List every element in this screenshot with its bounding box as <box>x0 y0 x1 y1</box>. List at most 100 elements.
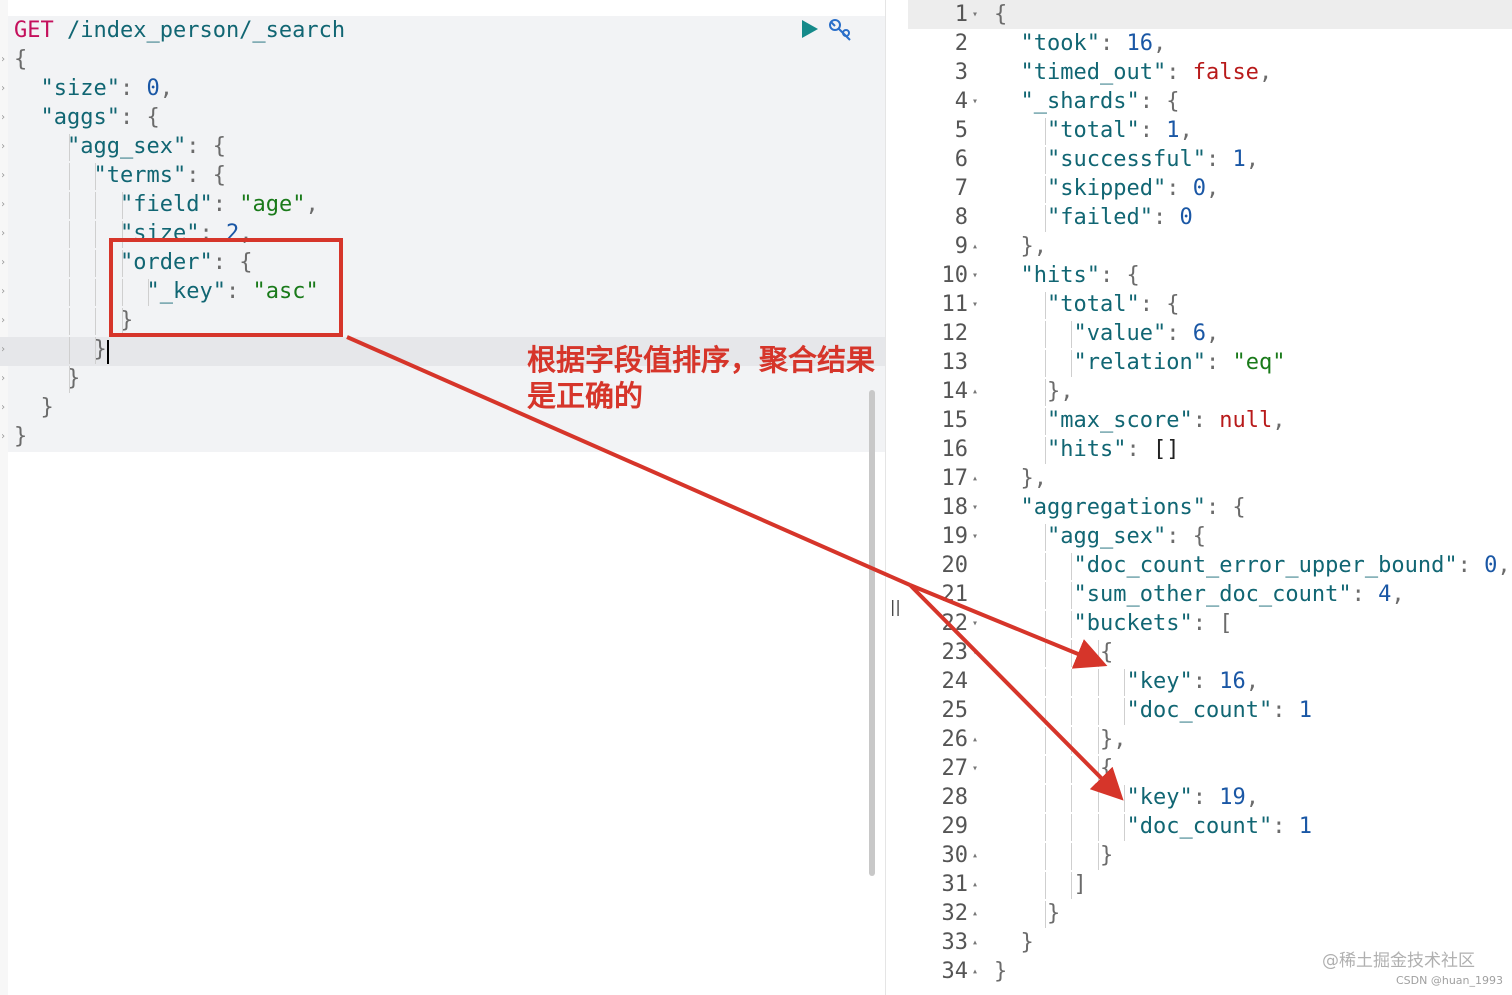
fold-collapse-icon[interactable]: ▾ <box>972 9 979 20</box>
juejin-watermark: @稀土掘金技术社区 <box>1322 951 1475 971</box>
request-code-line[interactable]: "agg_sex": { <box>67 132 226 161</box>
indent-guide <box>1097 727 1099 754</box>
indent-guide <box>1044 205 1046 232</box>
response-code-line: "_shards": { <box>1021 87 1180 116</box>
play-triangle-icon[interactable] <box>800 17 820 41</box>
fold-marker[interactable]: › <box>0 402 7 413</box>
code-token: : { <box>1139 292 1180 317</box>
code-token: : { <box>1099 263 1140 288</box>
fold-end-icon[interactable]: ▴ <box>972 241 979 252</box>
fold-end-icon[interactable]: ▴ <box>972 850 979 861</box>
response-code-line: } <box>994 957 1007 986</box>
fold-marker[interactable]: › <box>0 83 7 94</box>
code-token: , <box>1179 118 1193 143</box>
fold-collapse-icon[interactable]: ▾ <box>972 299 979 310</box>
request-code-line[interactable]: "aggs": { <box>41 103 160 132</box>
fold-end-icon[interactable]: ▴ <box>972 879 979 890</box>
fold-marker[interactable]: › <box>0 373 7 384</box>
indent-guide <box>1071 785 1072 812</box>
response-code-line: "doc_count": 1 <box>1127 812 1312 841</box>
code-token: "doc_count" <box>1126 698 1273 723</box>
request-code-line[interactable]: } <box>41 393 54 422</box>
response-code-line: "max_score": null, <box>1047 406 1285 435</box>
code-token: , <box>1205 176 1220 201</box>
wrench-icon[interactable] <box>826 16 856 44</box>
fold-marker[interactable]: › <box>0 170 7 181</box>
code-token: "terms" <box>93 163 187 188</box>
csdn-watermark: CSDN @huan_1993 <box>1396 974 1504 987</box>
fold-collapse-icon[interactable]: ▾ <box>972 96 979 107</box>
fold-collapse-icon[interactable]: ▾ <box>972 531 979 542</box>
fold-end-icon[interactable]: ▴ <box>972 734 979 745</box>
response-code-line: "skipped": 0, <box>1047 174 1219 203</box>
code-token: 16 <box>1219 669 1246 694</box>
response-code-line: ] <box>1074 870 1087 899</box>
request-line-method[interactable]: GET /index_person/_search <box>14 16 345 45</box>
code-token: "agg_sex" <box>1047 524 1167 549</box>
request-code-line[interactable]: "terms": { <box>94 161 226 190</box>
fold-marker[interactable]: › <box>0 112 7 123</box>
fold-collapse-icon[interactable]: ▾ <box>972 618 979 629</box>
indent-guide <box>1071 727 1072 754</box>
indent-guide <box>121 250 123 277</box>
code-token: : <box>1099 31 1127 56</box>
fold-marker[interactable]: › <box>0 199 7 210</box>
response-viewer-pane[interactable] <box>908 0 1512 995</box>
fold-end-icon[interactable]: ▴ <box>972 937 979 948</box>
annotation-text: 根据字段值排序，聚合结果 是正确的 <box>527 343 876 413</box>
code-token: : <box>1192 785 1220 810</box>
response-code-line: "relation": "eq" <box>1074 348 1286 377</box>
fold-marker[interactable]: › <box>0 141 7 152</box>
indent-guide <box>1044 756 1046 783</box>
indent-guide <box>1044 843 1046 870</box>
request-code-line[interactable]: } <box>120 306 133 335</box>
request-code-line[interactable]: "size": 0, <box>41 74 173 103</box>
line-number: 7 <box>954 176 968 201</box>
fold-marker[interactable]: › <box>0 257 7 268</box>
indent-guide <box>1044 814 1046 841</box>
fold-end-icon[interactable]: ▴ <box>972 473 979 484</box>
code-token: [] <box>1152 437 1180 462</box>
fold-collapse-icon[interactable]: ▾ <box>972 763 979 774</box>
resize-handle-icon[interactable]: || <box>890 597 901 616</box>
fold-end-icon[interactable]: ▴ <box>972 386 979 397</box>
fold-marker[interactable]: › <box>0 431 7 442</box>
code-token: , <box>1497 553 1511 578</box>
indent-guide <box>121 279 123 306</box>
request-code-line[interactable]: } <box>67 364 80 393</box>
request-scrollbar[interactable] <box>869 390 875 876</box>
response-code-line: "doc_count_error_upper_bound": 0, <box>1074 551 1511 580</box>
request-code-line[interactable]: "_key": "asc" <box>147 277 319 306</box>
code-token: "took" <box>1020 31 1100 56</box>
indent-guide <box>1044 321 1046 348</box>
fold-marker[interactable]: › <box>0 228 7 239</box>
fold-marker[interactable]: › <box>0 54 7 65</box>
response-code-line: "key": 19, <box>1127 783 1259 812</box>
request-code-line[interactable]: } <box>94 335 107 364</box>
request-code-line[interactable]: "field": "age", <box>120 190 319 219</box>
indent-guide <box>1071 582 1072 609</box>
fold-marker[interactable]: › <box>0 315 7 326</box>
code-token: "key" <box>1126 669 1193 694</box>
fold-marker[interactable]: › <box>0 286 7 297</box>
fold-collapse-icon[interactable]: ▾ <box>972 502 979 513</box>
fold-end-icon[interactable]: ▴ <box>972 966 979 977</box>
response-code-line: "successful": 1, <box>1047 145 1259 174</box>
indent-guide <box>68 134 70 161</box>
request-code-line[interactable]: "order": { <box>120 248 252 277</box>
fold-collapse-icon[interactable]: ▾ <box>972 270 979 281</box>
fold-marker[interactable]: › <box>0 344 7 355</box>
code-token: { <box>14 47 28 72</box>
request-code-line[interactable]: } <box>14 422 27 451</box>
line-number: 8 <box>954 205 968 230</box>
fold-end-icon[interactable]: ▴ <box>972 908 979 919</box>
request-code-line[interactable]: { <box>14 45 27 74</box>
line-number: 24 <box>941 669 969 694</box>
arrow-main <box>346 335 911 587</box>
response-code-line: "sum_other_doc_count": 4, <box>1074 580 1405 609</box>
indent-guide <box>1044 640 1046 667</box>
code-token: : <box>1272 698 1299 723</box>
response-code-line: }, <box>1100 725 1127 754</box>
pane-divider[interactable] <box>885 0 909 995</box>
